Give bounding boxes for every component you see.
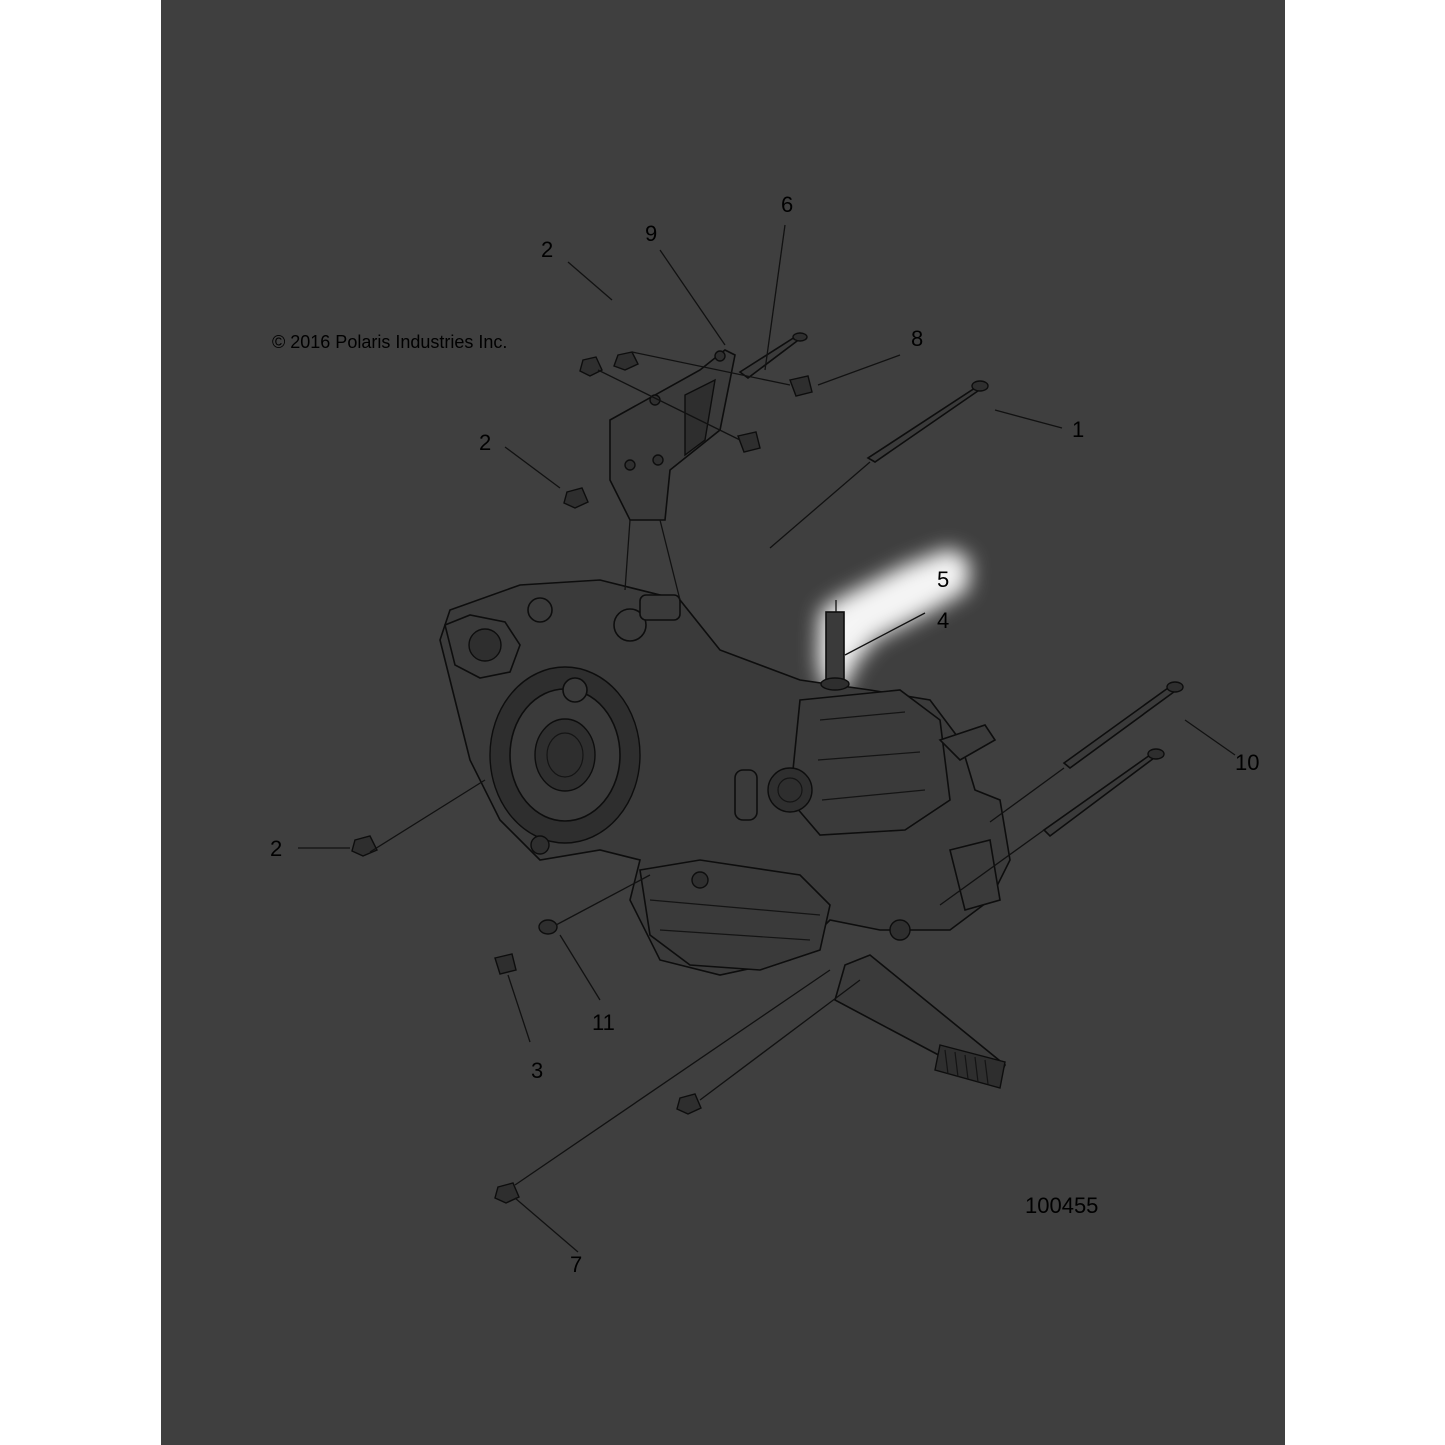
callout-1: 1 [1072, 417, 1084, 442]
callout-3: 3 [531, 1058, 543, 1083]
callout-7: 7 [570, 1252, 582, 1277]
callout-4: 4 [937, 608, 949, 633]
callout-8: 8 [911, 326, 923, 351]
output-shaft [834, 954, 1007, 1089]
callout-9: 9 [645, 221, 657, 246]
figure-number: 100455 [1025, 1193, 1098, 1218]
shift-shaft [820, 611, 850, 691]
mounting-bracket [609, 349, 736, 521]
callout-2-left: 2 [270, 836, 282, 861]
bolt-6 [738, 332, 808, 380]
transmission-housing [439, 579, 1011, 976]
callout-labels: © 2016 Polaris Industries Inc. 100455 1 … [270, 192, 1259, 1277]
callout-2-mid: 2 [479, 430, 491, 455]
callout-5: 5 [937, 567, 949, 592]
callout-2-top: 2 [541, 237, 553, 262]
callout-11: 11 [592, 1010, 615, 1035]
highlight-glow [818, 548, 970, 690]
callout-6: 6 [781, 192, 793, 217]
copyright-text: © 2016 Polaris Industries Inc. [272, 332, 507, 352]
long-bolt-10a [1062, 681, 1184, 770]
long-bolt-10b [1042, 748, 1165, 838]
callout-10: 10 [1235, 750, 1259, 775]
fasteners [351, 351, 813, 1204]
leader-lines [298, 224, 1236, 1253]
long-bolt-1 [866, 380, 989, 463]
